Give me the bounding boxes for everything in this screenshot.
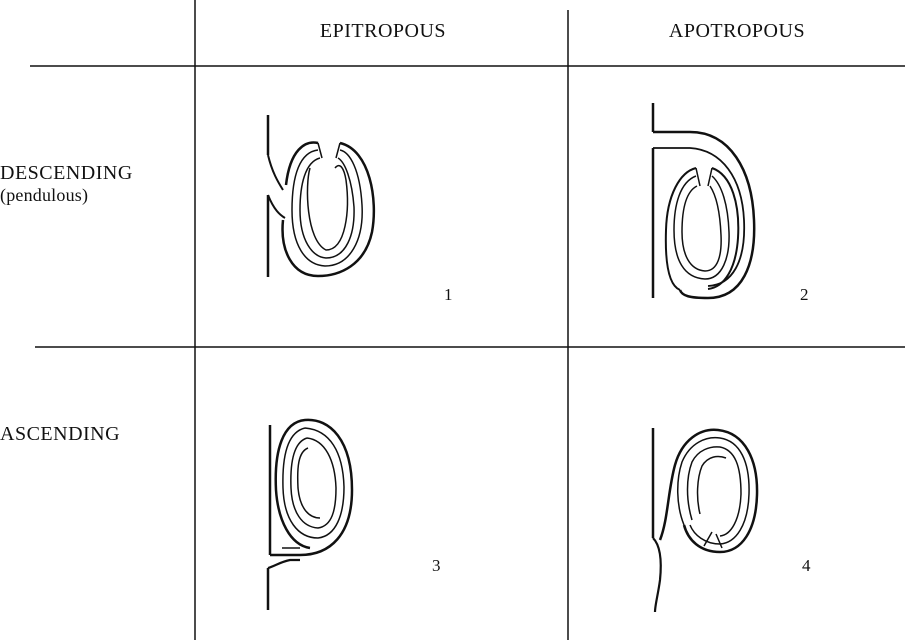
figure-number-4: 4 (802, 556, 811, 576)
row-sublabel-pendulous: (pendulous) (0, 185, 133, 206)
figure-number-2: 2 (800, 285, 809, 305)
row-header-descending: DESCENDING (pendulous) (0, 162, 133, 206)
figure-number-1: 1 (444, 285, 453, 305)
column-header-apotropous: APOTROPOUS (587, 20, 887, 43)
ovule-ascending-epitropous-icon (268, 420, 352, 610)
row-header-ascending: ASCENDING (0, 423, 120, 446)
ovule-ascending-apotropous-icon (653, 428, 757, 612)
figure-number-3: 3 (432, 556, 441, 576)
ovule-descending-apotropous-icon (653, 103, 754, 298)
grid-lines (30, 0, 905, 640)
row-label-descending: DESCENDING (0, 162, 133, 184)
column-header-epitropous: EPITROPOUS (233, 20, 533, 43)
ovule-descending-epitropous-icon (268, 115, 374, 277)
